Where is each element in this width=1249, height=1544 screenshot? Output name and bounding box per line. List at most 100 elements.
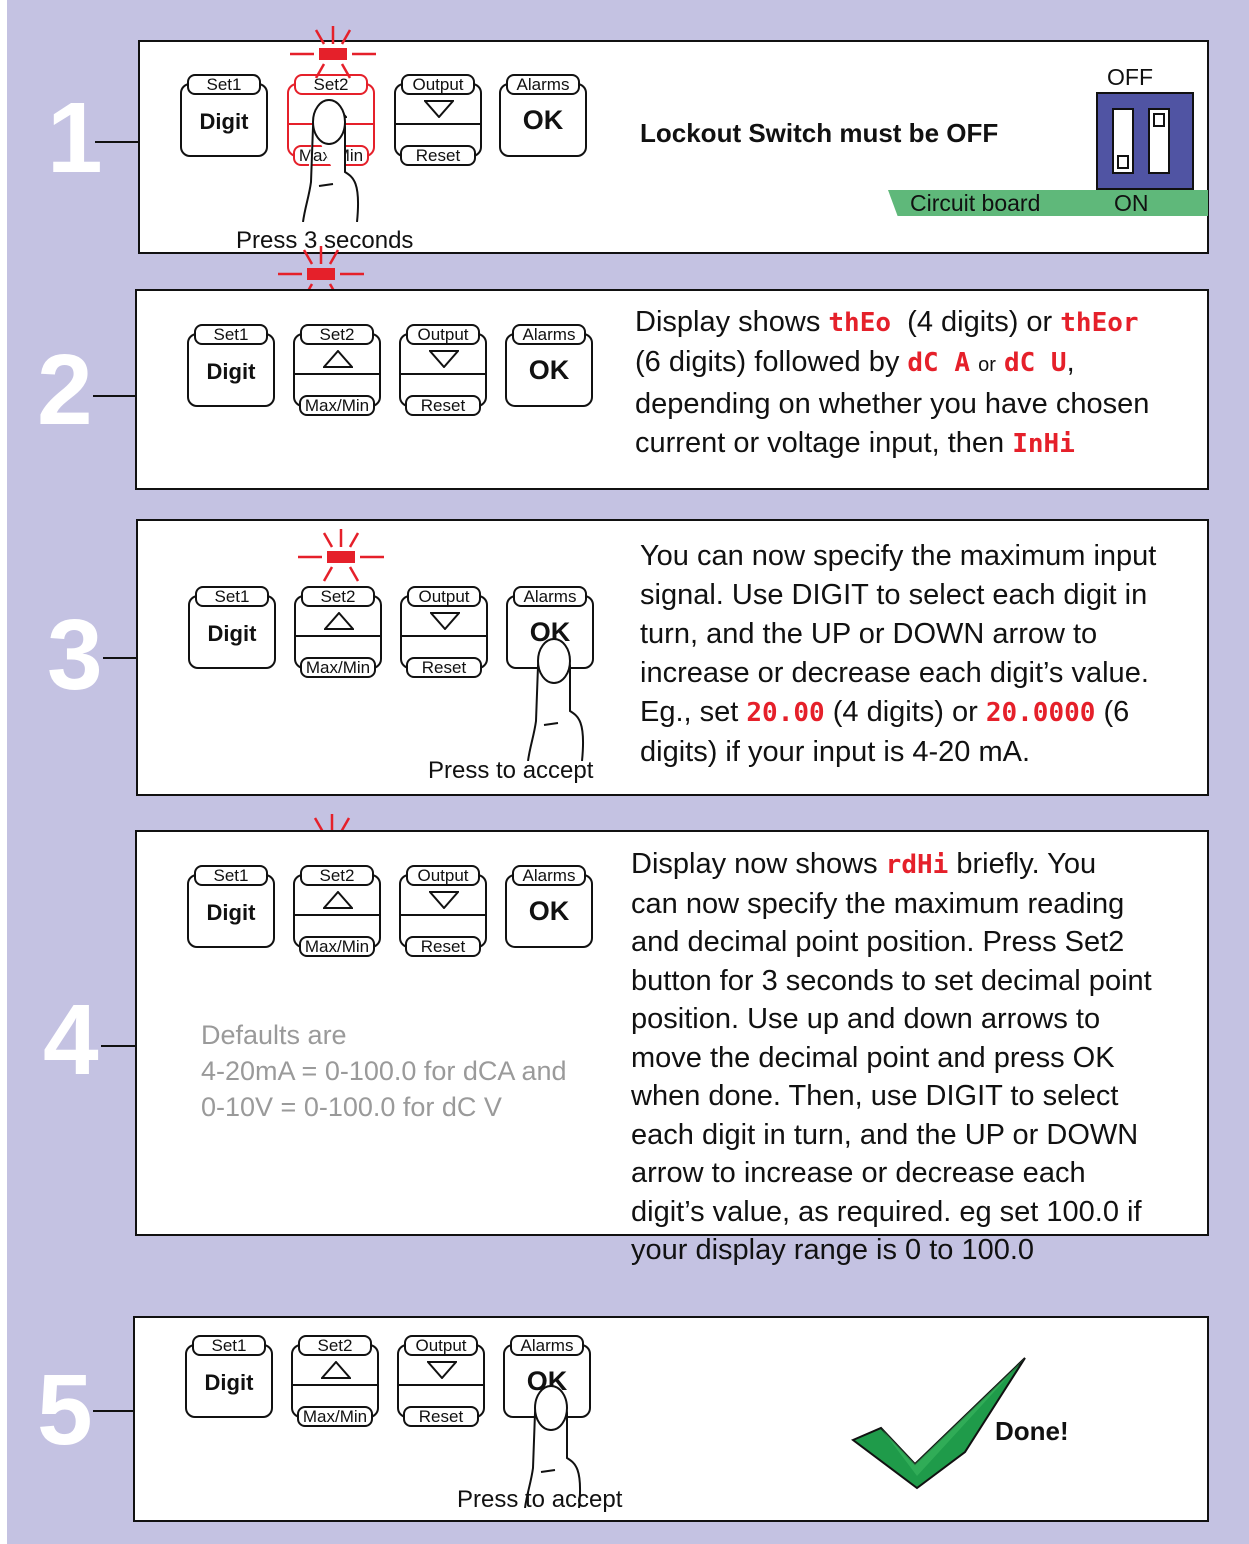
display-code: 20.0000	[985, 698, 1096, 728]
alarms-label: Alarms	[513, 586, 587, 607]
circuit-board-strip: Circuit board ON	[888, 190, 1208, 216]
output-reset-button[interactable]: Output Reset	[394, 74, 482, 166]
button-divider	[402, 635, 486, 637]
reset-label: Reset	[400, 145, 476, 166]
button-divider	[401, 373, 485, 375]
ok-label: OK	[522, 105, 564, 135]
output-label: Output	[406, 324, 480, 345]
set1-label: Set1	[192, 1335, 266, 1356]
alarms-label: Alarms	[506, 74, 580, 95]
text: Defaults are	[201, 1020, 347, 1050]
button-divider	[296, 635, 380, 637]
flash-indicator-icon	[288, 24, 378, 84]
set2-maxmin-button[interactable]: Set2 Max/Min	[293, 865, 381, 957]
button-divider	[399, 1384, 483, 1386]
done-label: Done!	[995, 1416, 1069, 1446]
step-3-number: 3	[47, 599, 103, 711]
step-2-panel: Set1 Digit Set2 Max/Min Output Reset Ala…	[135, 289, 1209, 490]
set1-label: Set1	[195, 586, 269, 607]
switch-off-label: OFF	[1107, 64, 1153, 90]
finger-press-icon	[283, 82, 373, 222]
step-4-connector	[101, 1045, 143, 1047]
text: Display now shows	[631, 848, 878, 880]
step-3-text: You can now specify the maximum input si…	[640, 537, 1210, 772]
press-to-accept-caption: Press to accept	[428, 757, 594, 784]
set1-digit-button[interactable]: Set1 Digit	[185, 1335, 273, 1418]
alarms-ok-button[interactable]: Alarms OK	[505, 324, 593, 407]
display-code: rdHi	[885, 850, 949, 880]
ok-label: OK	[528, 355, 570, 385]
circuit-board-label: Circuit board	[910, 190, 1041, 216]
text: signal. Use DIGIT to select each digit i…	[640, 579, 1148, 611]
output-reset-button[interactable]: Output Reset	[399, 324, 487, 416]
alarms-ok-button[interactable]: Alarms OK	[499, 74, 587, 157]
set1-label: Set1	[194, 324, 268, 345]
up-arrow-icon	[323, 891, 353, 909]
step-2-number: 2	[37, 334, 93, 446]
text: each digit in turn, and the UP or DOWN	[631, 1118, 1139, 1151]
step-4-number: 4	[43, 984, 99, 1096]
alarms-ok-button[interactable]: Alarms OK	[505, 865, 593, 948]
step-2-text: Display shows thEo (4 digits) or thEor (…	[635, 306, 1150, 459]
digit-label: Digit	[199, 109, 249, 134]
text: 0-10V = 0-100.0 for dC V	[201, 1092, 502, 1122]
press-3-seconds-caption: Press 3 seconds	[236, 227, 414, 254]
maxmin-label: Max/Min	[297, 1406, 373, 1427]
ok-label: OK	[528, 896, 570, 926]
step-5-number: 5	[37, 1354, 93, 1466]
set2-maxmin-button[interactable]: Set2 Max/Min	[291, 1335, 379, 1427]
step-3-connector	[103, 657, 143, 659]
switch-on-label: ON	[1114, 190, 1149, 216]
digit-label: Digit	[206, 900, 256, 925]
lockout-dip-switch[interactable]	[1096, 92, 1194, 190]
step-1-connector	[95, 141, 145, 143]
down-arrow-icon	[430, 612, 460, 630]
display-code: dC U	[1003, 348, 1067, 378]
button-divider	[293, 1384, 377, 1386]
display-code: thEo	[828, 308, 892, 338]
down-arrow-icon	[429, 891, 459, 909]
step-5-connector	[93, 1410, 135, 1412]
text: button for 3 seconds to set decimal poin…	[631, 964, 1152, 997]
text: increase or decrease each digit’s value.	[640, 657, 1149, 689]
set2-label: Set2	[298, 1335, 372, 1356]
output-label: Output	[407, 586, 481, 607]
step-2-connector	[93, 395, 143, 397]
output-reset-button[interactable]: Output Reset	[400, 586, 488, 678]
alarms-label: Alarms	[512, 324, 586, 345]
text: your display range is 0 to 100.0	[631, 1234, 1035, 1266]
display-code: thEor	[1060, 308, 1139, 338]
set1-label: Set1	[194, 865, 268, 886]
text: (4 digits) or	[907, 306, 1053, 338]
alarms-label: Alarms	[510, 1335, 584, 1356]
down-arrow-icon	[427, 1361, 457, 1379]
step-5-panel: Set1 Digit Set2 Max/Min Output Reset Ala…	[133, 1316, 1209, 1522]
text: digits) if your input is 4-20 mA.	[640, 736, 1031, 768]
defaults-note: Defaults are 4-20mA = 0-100.0 for dCA an…	[201, 1017, 641, 1125]
lockout-heading: Lockout Switch must be OFF	[640, 118, 999, 148]
output-reset-button[interactable]: Output Reset	[399, 865, 487, 957]
text: position. Use up and down arrows to	[631, 1003, 1101, 1035]
button-divider	[401, 914, 485, 916]
set1-digit-button[interactable]: Set1 Digit	[180, 74, 268, 157]
checkmark-icon	[851, 1357, 1026, 1490]
maxmin-label: Max/Min	[299, 936, 375, 957]
display-code: InHi	[1012, 429, 1075, 459]
set1-digit-button[interactable]: Set1 Digit	[187, 324, 275, 407]
output-reset-button[interactable]: Output Reset	[397, 1335, 485, 1427]
text: (6	[1103, 696, 1130, 728]
set2-label: Set2	[300, 865, 374, 886]
set1-digit-button[interactable]: Set1 Digit	[188, 586, 276, 669]
up-arrow-icon	[321, 1361, 351, 1379]
text: (4 digits) or	[832, 696, 978, 728]
text: depending on whether you have chosen	[635, 388, 1150, 420]
set1-digit-button[interactable]: Set1 Digit	[187, 865, 275, 948]
output-label: Output	[406, 865, 480, 886]
step-1-number: 1	[47, 82, 103, 194]
set2-maxmin-button[interactable]: Set2 Max/Min	[294, 586, 382, 678]
set2-maxmin-button[interactable]: Set2 Max/Min	[293, 324, 381, 416]
reset-label: Reset	[406, 657, 482, 678]
text: can now specify the maximum reading	[631, 887, 1125, 920]
text: Display shows	[635, 306, 821, 338]
text: You can now specify the maximum input	[640, 540, 1157, 572]
